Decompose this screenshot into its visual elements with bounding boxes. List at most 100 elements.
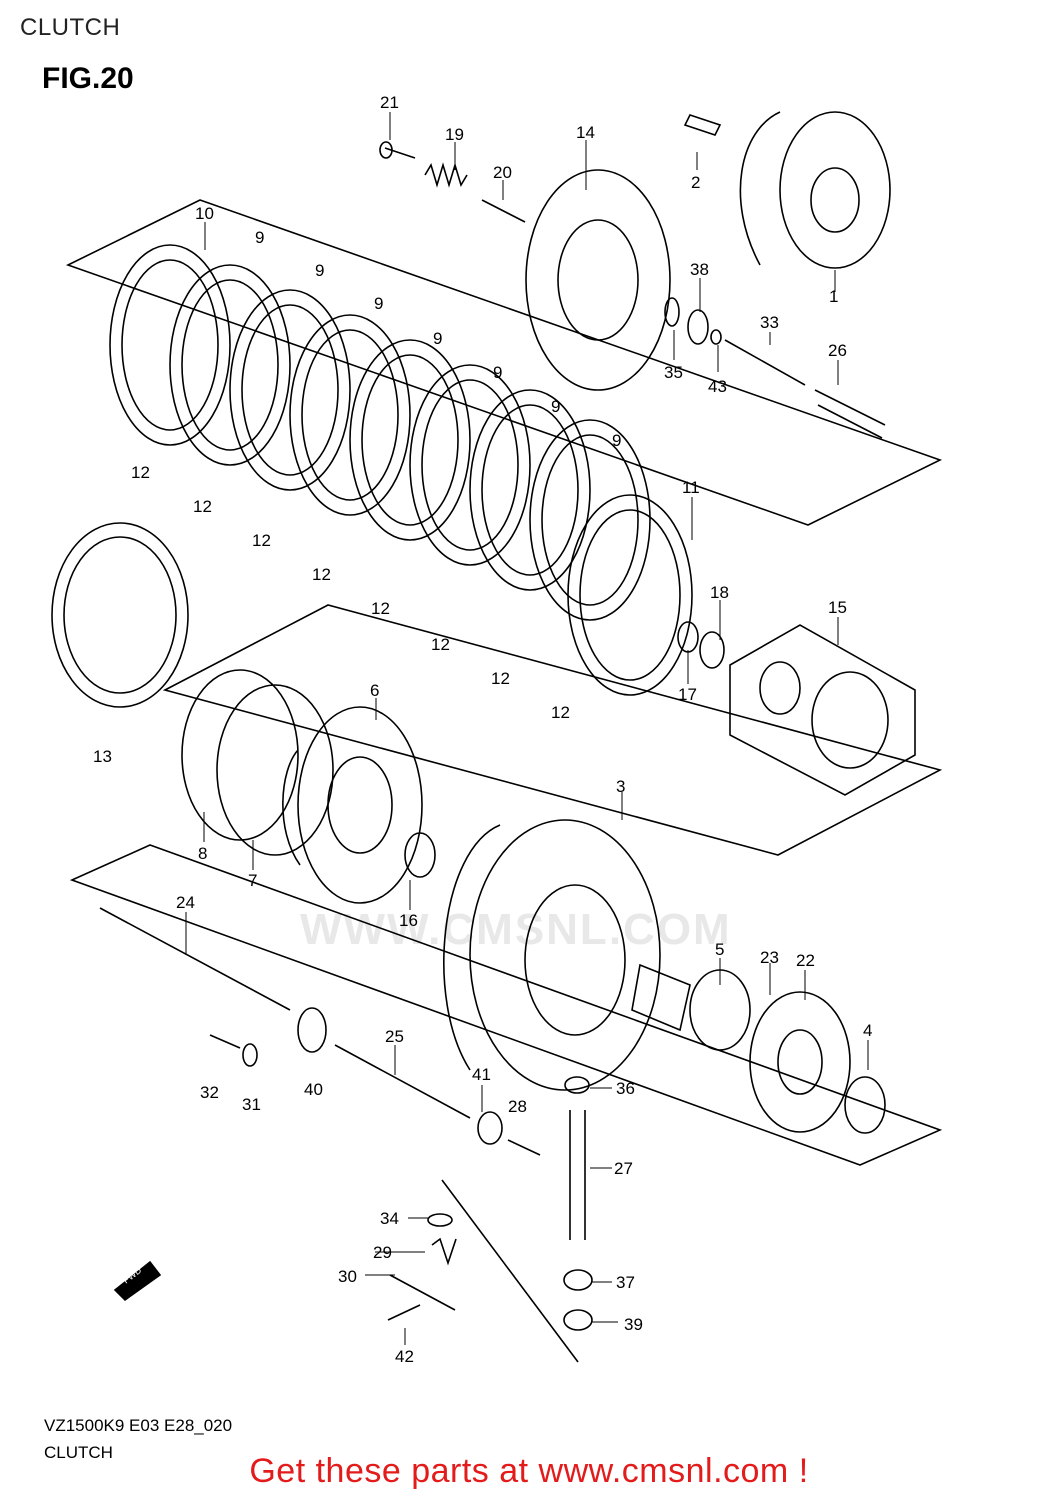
callout-12a: 12 <box>131 463 150 482</box>
callout-22: 22 <box>796 951 815 970</box>
leader-lines <box>185 112 869 1345</box>
callout-12b: 12 <box>193 497 212 516</box>
callout-36: 36 <box>616 1079 635 1098</box>
callout-12e: 12 <box>371 599 390 618</box>
callout-38: 38 <box>690 260 709 279</box>
ring-7 <box>216 684 334 856</box>
callout-37: 37 <box>616 1273 635 1292</box>
callout-19: 19 <box>445 125 464 144</box>
lever-assembly <box>387 1179 579 1363</box>
fwd-arrow-icon <box>113 1260 162 1302</box>
callout-23: 23 <box>760 948 779 967</box>
callout-21: 21 <box>380 93 399 112</box>
callout-11: 11 <box>682 478 700 497</box>
callout-9g: 9 <box>612 431 621 450</box>
callout-34: 34 <box>380 1209 399 1228</box>
plate-13 <box>51 522 189 708</box>
callout-7: 7 <box>248 871 257 890</box>
promo-link-text[interactable]: Get these parts at www.cmsnl.com ! <box>249 1452 809 1490</box>
callout-9c: 9 <box>374 294 383 313</box>
damper-box <box>729 624 916 796</box>
shaft-27 <box>569 1110 586 1240</box>
callout-12d: 12 <box>312 565 331 584</box>
callout-26: 26 <box>828 341 847 360</box>
collar <box>631 963 691 1032</box>
callout-9f: 9 <box>551 397 560 416</box>
washer-17-18 <box>677 621 725 669</box>
callout-24: 24 <box>176 893 195 912</box>
callout-2: 2 <box>691 173 700 192</box>
callout-9d: 9 <box>433 329 442 348</box>
plates-frame <box>65 199 943 526</box>
callout-41: 41 <box>472 1065 491 1084</box>
rod-33 <box>724 339 806 386</box>
callout-29: 29 <box>373 1243 392 1262</box>
callout-1: 1 <box>829 287 838 306</box>
damper-15 <box>759 661 889 769</box>
footer-label: CLUTCH <box>44 1443 113 1462</box>
hub-6 <box>282 706 423 904</box>
callout-16: 16 <box>399 911 418 930</box>
callout-31: 31 <box>242 1095 261 1114</box>
washer-4 <box>844 1076 886 1134</box>
bushing-37 <box>563 1269 593 1291</box>
callout-32: 32 <box>200 1083 219 1102</box>
basket-3 <box>443 819 661 1091</box>
callout-18: 18 <box>710 583 729 602</box>
callout-13: 13 <box>93 747 112 766</box>
gear-22 <box>749 991 851 1133</box>
callout-4: 4 <box>863 1021 872 1040</box>
callout-28: 28 <box>508 1097 527 1116</box>
bolt-32-31 <box>209 1034 258 1067</box>
bolt-2 <box>683 114 722 136</box>
clutch-plate-stack <box>109 244 693 696</box>
callout-numbers: 21 19 20 14 2 1 10 9 9 9 9 9 9 9 38 33 2… <box>93 93 872 1366</box>
bushing-36 <box>564 1076 590 1094</box>
callout-9e: 9 <box>493 363 502 382</box>
callout-12f: 12 <box>431 635 450 654</box>
callout-40: 40 <box>304 1080 323 1099</box>
callout-33: 33 <box>760 313 779 332</box>
callout-12g: 12 <box>491 669 510 688</box>
lower-frame <box>69 844 943 1166</box>
callout-43: 43 <box>708 377 727 396</box>
callout-42: 42 <box>395 1347 414 1366</box>
footer-model-code: VZ1500K9 E03 E28_020 <box>44 1416 233 1435</box>
bolt-21 <box>379 141 416 159</box>
pressure-plate-14 <box>525 169 671 391</box>
pin-20 <box>481 199 526 223</box>
callout-17: 17 <box>678 685 697 704</box>
rod-24 <box>99 907 291 1011</box>
spring-19 <box>424 162 468 188</box>
callout-39: 39 <box>624 1315 643 1334</box>
hub-frame <box>162 604 943 856</box>
page-header-title: CLUTCH <box>20 14 121 41</box>
callout-9b: 9 <box>315 261 324 280</box>
pusher-26 <box>814 389 886 439</box>
callout-25: 25 <box>385 1027 404 1046</box>
washer-16 <box>404 832 436 878</box>
callout-12c: 12 <box>252 531 271 550</box>
figure-label: FIG.20 <box>42 62 134 95</box>
callout-20: 20 <box>493 163 512 182</box>
callout-6: 6 <box>370 681 379 700</box>
rod-25 <box>334 1044 471 1119</box>
callout-15: 15 <box>828 598 847 617</box>
callout-35: 35 <box>664 363 683 382</box>
callout-10: 10 <box>195 204 214 223</box>
callout-5: 5 <box>715 940 724 959</box>
callout-8: 8 <box>198 844 207 863</box>
callout-9a: 9 <box>255 228 264 247</box>
callout-12h: 12 <box>551 703 570 722</box>
callout-3: 3 <box>616 777 625 796</box>
ring-8 <box>181 669 299 841</box>
drum-1 <box>739 111 891 269</box>
seal-39 <box>563 1309 593 1331</box>
seal-41-28 <box>477 1111 541 1156</box>
seal-40 <box>297 1007 327 1053</box>
callout-14: 14 <box>576 123 595 142</box>
callout-30: 30 <box>338 1267 357 1286</box>
washer-35-38-43 <box>664 297 722 345</box>
callout-27: 27 <box>614 1159 633 1178</box>
